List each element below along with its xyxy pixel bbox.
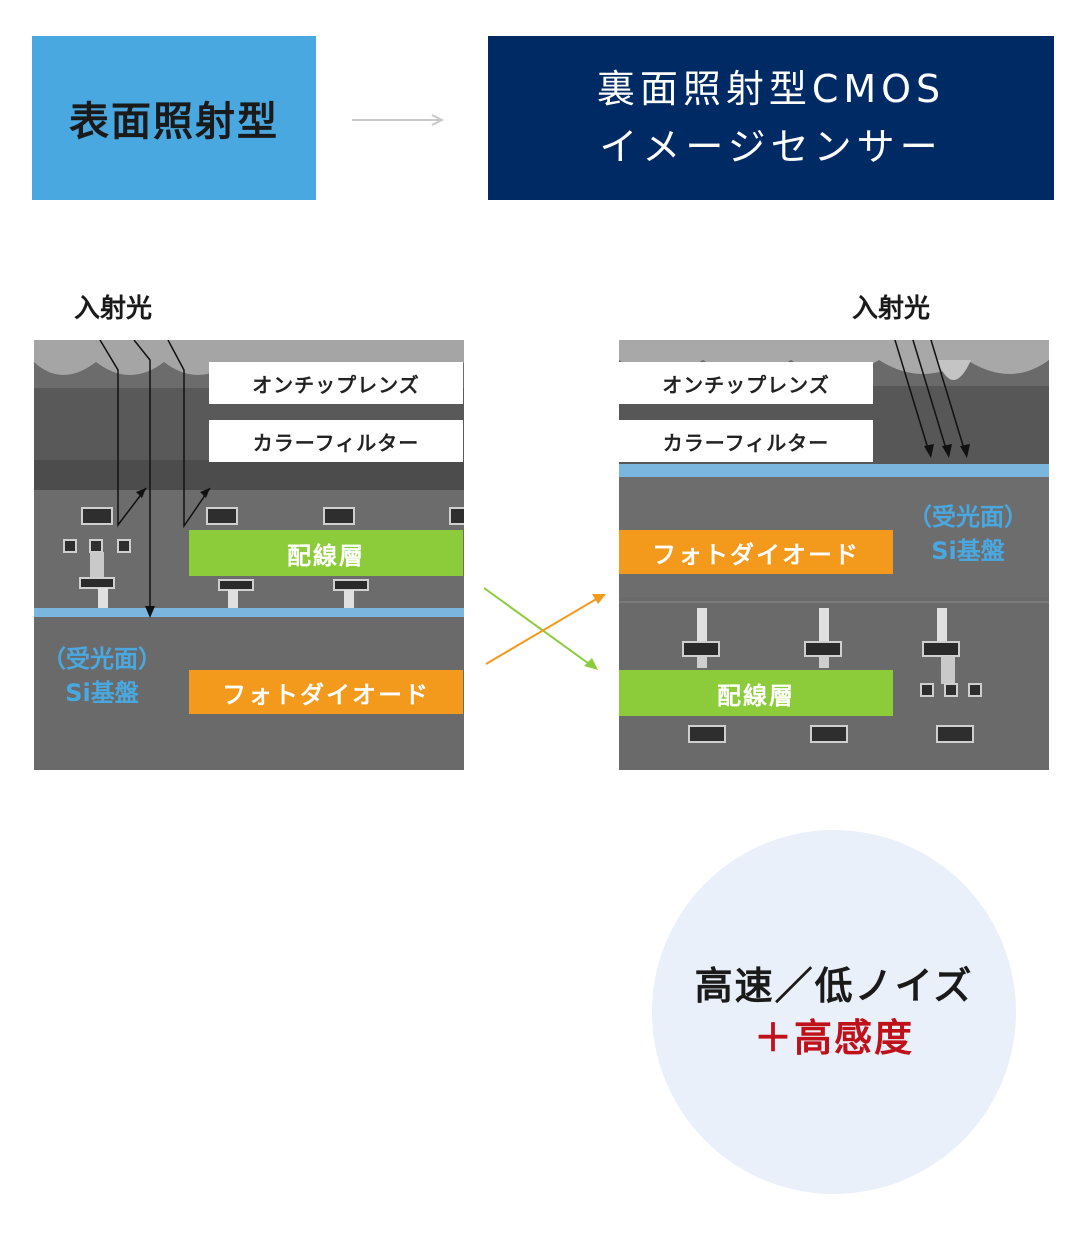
- left-wiring-layer-label: 配線層: [189, 530, 463, 576]
- header-arrow-icon: [352, 114, 445, 126]
- right-photodiode-label: フォトダイオード: [619, 530, 893, 574]
- left-si-substrate-label: （受光面） Si基盤: [32, 642, 172, 710]
- front-illuminated-title: 表面照射型: [69, 99, 279, 145]
- right-si-label-line2: Si基盤: [931, 537, 1005, 565]
- result-line1: 高速／低ノイズ: [694, 964, 974, 1008]
- result-line2: ＋高感度: [753, 1016, 914, 1060]
- right-incident-light-label: 入射光: [852, 294, 931, 324]
- right-on-chip-lens-label: オンチップレンズ: [619, 362, 873, 404]
- back-illuminated-title-line1: 裏面照射型CMOS: [596, 67, 946, 111]
- right-wiring-layer-label: 配線層: [619, 670, 893, 716]
- left-si-label-line2: Si基盤: [65, 679, 139, 707]
- left-photodiode-label: フォトダイオード: [189, 670, 463, 714]
- result-circle: 高速／低ノイズ ＋高感度: [652, 830, 1016, 1194]
- left-on-chip-lens-label: オンチップレンズ: [209, 362, 463, 404]
- right-si-substrate-label: （受光面） Si基盤: [898, 500, 1038, 568]
- right-color-filter-label: カラーフィルター: [619, 420, 873, 462]
- swap-cross-arrows-icon: [483, 587, 606, 670]
- front-illuminated-title-box: 表面照射型: [32, 36, 316, 200]
- left-incident-light-label: 入射光: [74, 294, 153, 324]
- right-si-label-line1: （受光面）: [908, 503, 1028, 531]
- left-si-label-line1: （受光面）: [42, 645, 162, 673]
- back-illuminated-title-box: 裏面照射型CMOS イメージセンサー: [488, 36, 1054, 200]
- left-color-filter-label: カラーフィルター: [209, 420, 463, 462]
- back-illuminated-title-line2: イメージセンサー: [599, 125, 943, 169]
